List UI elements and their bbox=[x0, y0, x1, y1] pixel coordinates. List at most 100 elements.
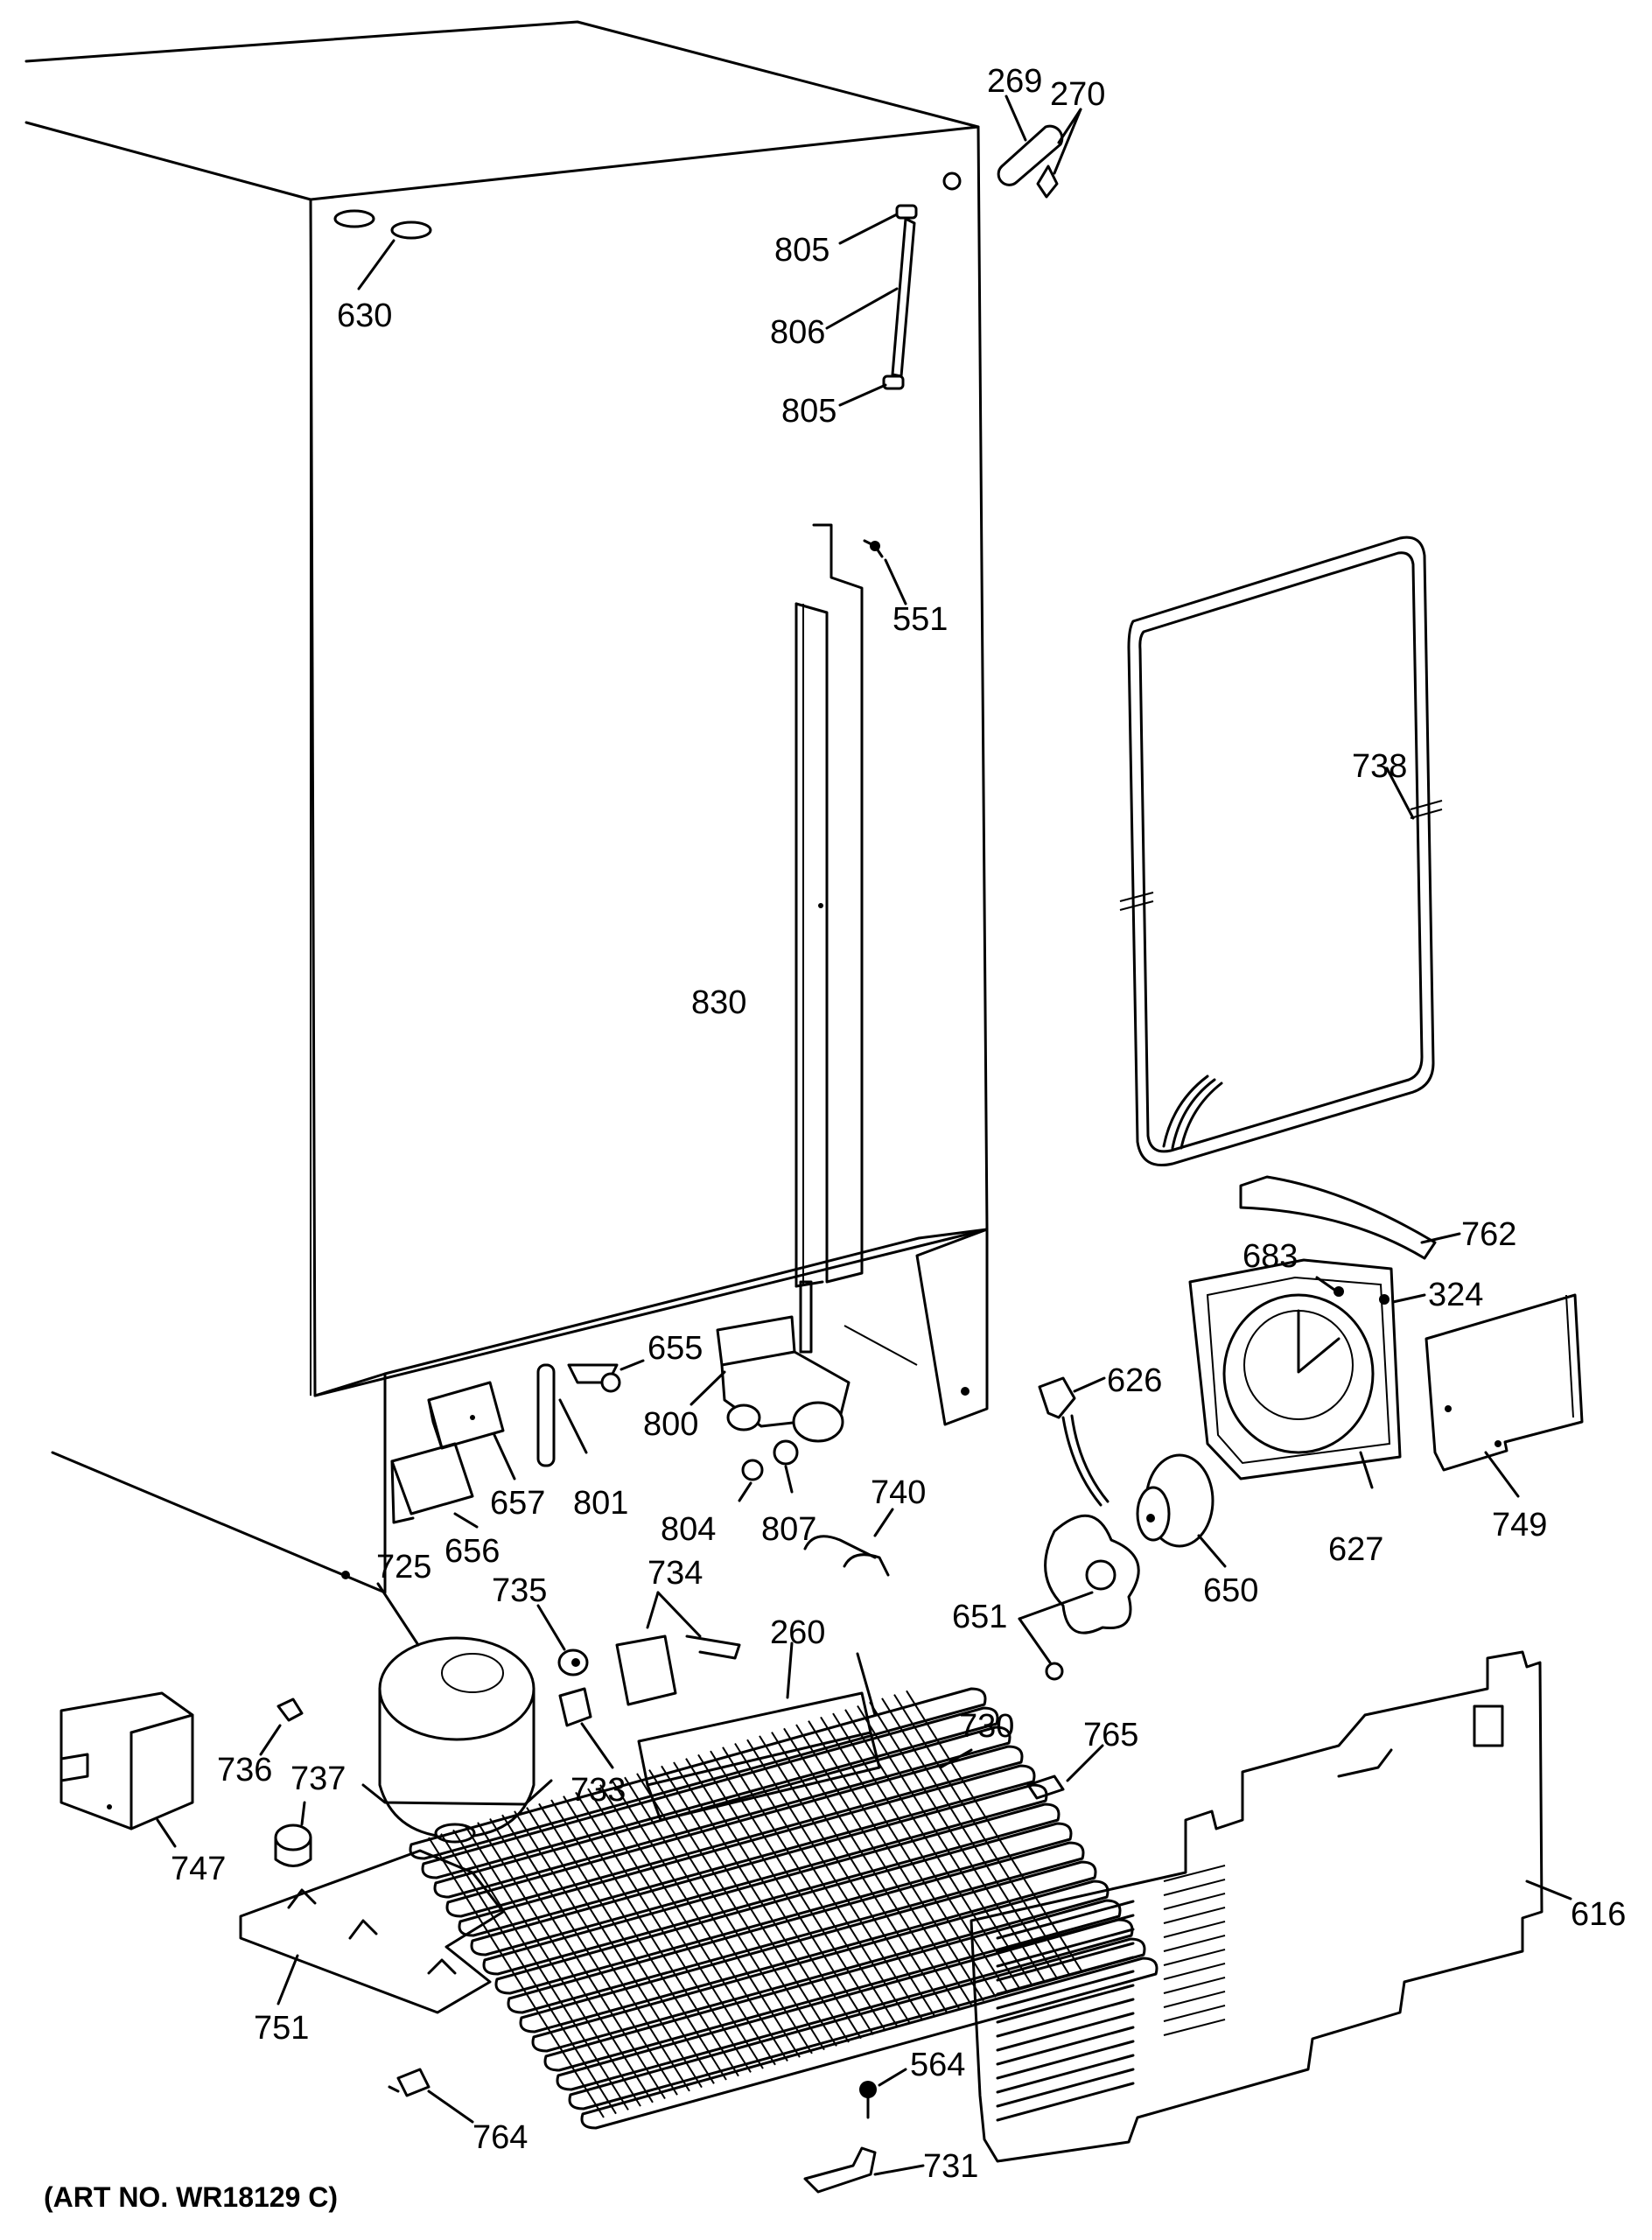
coil-fin bbox=[501, 1814, 678, 2096]
callout-765: 765 bbox=[1083, 1717, 1138, 1754]
callout-labels: 269 270 805 630 806 805 551 738 830 762 … bbox=[44, 63, 1626, 2213]
grille-slot bbox=[996, 2054, 1135, 2094]
coil-fin bbox=[514, 1810, 690, 2092]
bracket-657 bbox=[427, 1381, 516, 1480]
callout-564: 564 bbox=[910, 2047, 965, 2083]
coil-fin bbox=[759, 1735, 935, 2017]
grille-slot bbox=[996, 2040, 1135, 2080]
base-pan-751 bbox=[239, 1849, 505, 2014]
callout-269: 269 bbox=[987, 63, 1042, 100]
callout-805: 805 bbox=[774, 232, 830, 269]
callout-747: 747 bbox=[171, 1851, 226, 1887]
gasket-738 bbox=[1119, 536, 1443, 1166]
power-cord-626 bbox=[1038, 1376, 1110, 1507]
coil-tube bbox=[580, 1956, 1158, 2130]
bracket-656 bbox=[390, 1442, 479, 1529]
relay-733 bbox=[558, 1687, 614, 1769]
fan-motor-650 bbox=[1136, 1453, 1227, 1568]
callout-731: 731 bbox=[923, 2148, 978, 2185]
callout-260: 260 bbox=[770, 1614, 825, 1651]
callout-730: 730 bbox=[959, 1708, 1014, 1745]
grille-vent bbox=[1163, 1963, 1226, 1980]
grille-slot bbox=[996, 1998, 1135, 2038]
coil-fin bbox=[697, 1754, 874, 2035]
fan-shroud-627 bbox=[1188, 1258, 1402, 1489]
callout-630: 630 bbox=[337, 298, 392, 334]
coil-tube bbox=[470, 1783, 1048, 1956]
channel-830 bbox=[794, 523, 864, 1288]
water-valve-800 bbox=[690, 1280, 850, 1443]
bracket-731 bbox=[803, 2146, 925, 2194]
callout-751: 751 bbox=[254, 2010, 309, 2047]
coil-fin bbox=[844, 1709, 1021, 1991]
condenser-coil-730 bbox=[409, 1687, 1158, 2130]
coil-fin bbox=[428, 1837, 605, 2118]
callout-551: 551 bbox=[892, 601, 948, 638]
grille-vent bbox=[1163, 1991, 1226, 2008]
cover-747 bbox=[60, 1691, 194, 1848]
coil-tube bbox=[421, 1706, 999, 1880]
callout-733: 733 bbox=[570, 1772, 626, 1809]
grille-vent bbox=[1163, 1907, 1226, 1924]
coil-fin bbox=[538, 1802, 715, 2084]
grille-slot bbox=[996, 1942, 1135, 1982]
callout-683: 683 bbox=[1242, 1238, 1298, 1275]
clip-764 bbox=[388, 2068, 474, 2124]
grille-vent bbox=[1163, 1949, 1226, 1966]
water-tube-806 bbox=[825, 204, 918, 407]
coil-tube bbox=[458, 1764, 1036, 1937]
coil-tube bbox=[507, 1841, 1085, 2014]
art-number: (ART NO. WR18129 C) bbox=[44, 2181, 338, 2213]
coil-fin bbox=[832, 1712, 1009, 1994]
coil-fin bbox=[673, 1761, 850, 2043]
callout-806: 806 bbox=[770, 314, 825, 351]
coil-fin bbox=[795, 1724, 972, 2006]
callout-324: 324 bbox=[1428, 1277, 1483, 1313]
grille-slot bbox=[996, 1984, 1135, 2024]
callout-805: 805 bbox=[781, 393, 836, 430]
coil-fin bbox=[489, 1817, 666, 2100]
coil-fin bbox=[563, 1796, 739, 2077]
coil-fin bbox=[599, 1784, 776, 2066]
coil-fin bbox=[685, 1758, 862, 2040]
coil-tube bbox=[494, 1822, 1073, 1995]
callout-801: 801 bbox=[573, 1485, 628, 1522]
grille-vent bbox=[1163, 1865, 1226, 1882]
screw-564 bbox=[859, 2068, 907, 2119]
grille-vent bbox=[1163, 1893, 1226, 1910]
callout-749: 749 bbox=[1492, 1507, 1547, 1544]
coil-fin bbox=[612, 1780, 788, 2062]
grille-slot bbox=[996, 2068, 1135, 2108]
coil-fin bbox=[636, 1773, 813, 2054]
coil-fin bbox=[575, 1791, 752, 2073]
strip-762 bbox=[1239, 1175, 1461, 1260]
coil-fin bbox=[820, 1716, 997, 1998]
callout-735: 735 bbox=[492, 1572, 547, 1609]
coil-fin bbox=[783, 1727, 960, 2009]
callout-657: 657 bbox=[490, 1485, 545, 1522]
callout-804: 804 bbox=[661, 1511, 716, 1548]
callout-762: 762 bbox=[1461, 1216, 1516, 1253]
compressor-725 bbox=[361, 1582, 553, 1844]
coil-fin bbox=[710, 1750, 886, 2032]
grille-vent bbox=[1163, 1935, 1226, 1952]
coil-fin bbox=[771, 1732, 948, 2013]
callout-738: 738 bbox=[1352, 748, 1407, 785]
fan-blade-651 bbox=[1018, 1514, 1140, 1681]
grille-vent bbox=[1163, 1921, 1226, 1938]
plugs-804-807 bbox=[738, 1439, 799, 1502]
coil-tube bbox=[543, 1899, 1122, 2072]
coil-fin bbox=[440, 1833, 617, 2115]
tube-801 bbox=[536, 1363, 588, 1467]
coil-tube bbox=[433, 1726, 1012, 1899]
grille-vent bbox=[1163, 1977, 1226, 1994]
callout-740: 740 bbox=[871, 1474, 926, 1511]
coil-fin bbox=[746, 1739, 923, 2020]
refrigerator-cabinet bbox=[24, 20, 989, 1594]
callout-616: 616 bbox=[1571, 1896, 1626, 1933]
callout-764: 764 bbox=[472, 2119, 528, 2156]
callout-725: 725 bbox=[376, 1549, 431, 1586]
grille-slot bbox=[996, 1900, 1135, 1940]
callout-651: 651 bbox=[952, 1599, 1007, 1635]
grille-slot bbox=[996, 1970, 1135, 2010]
